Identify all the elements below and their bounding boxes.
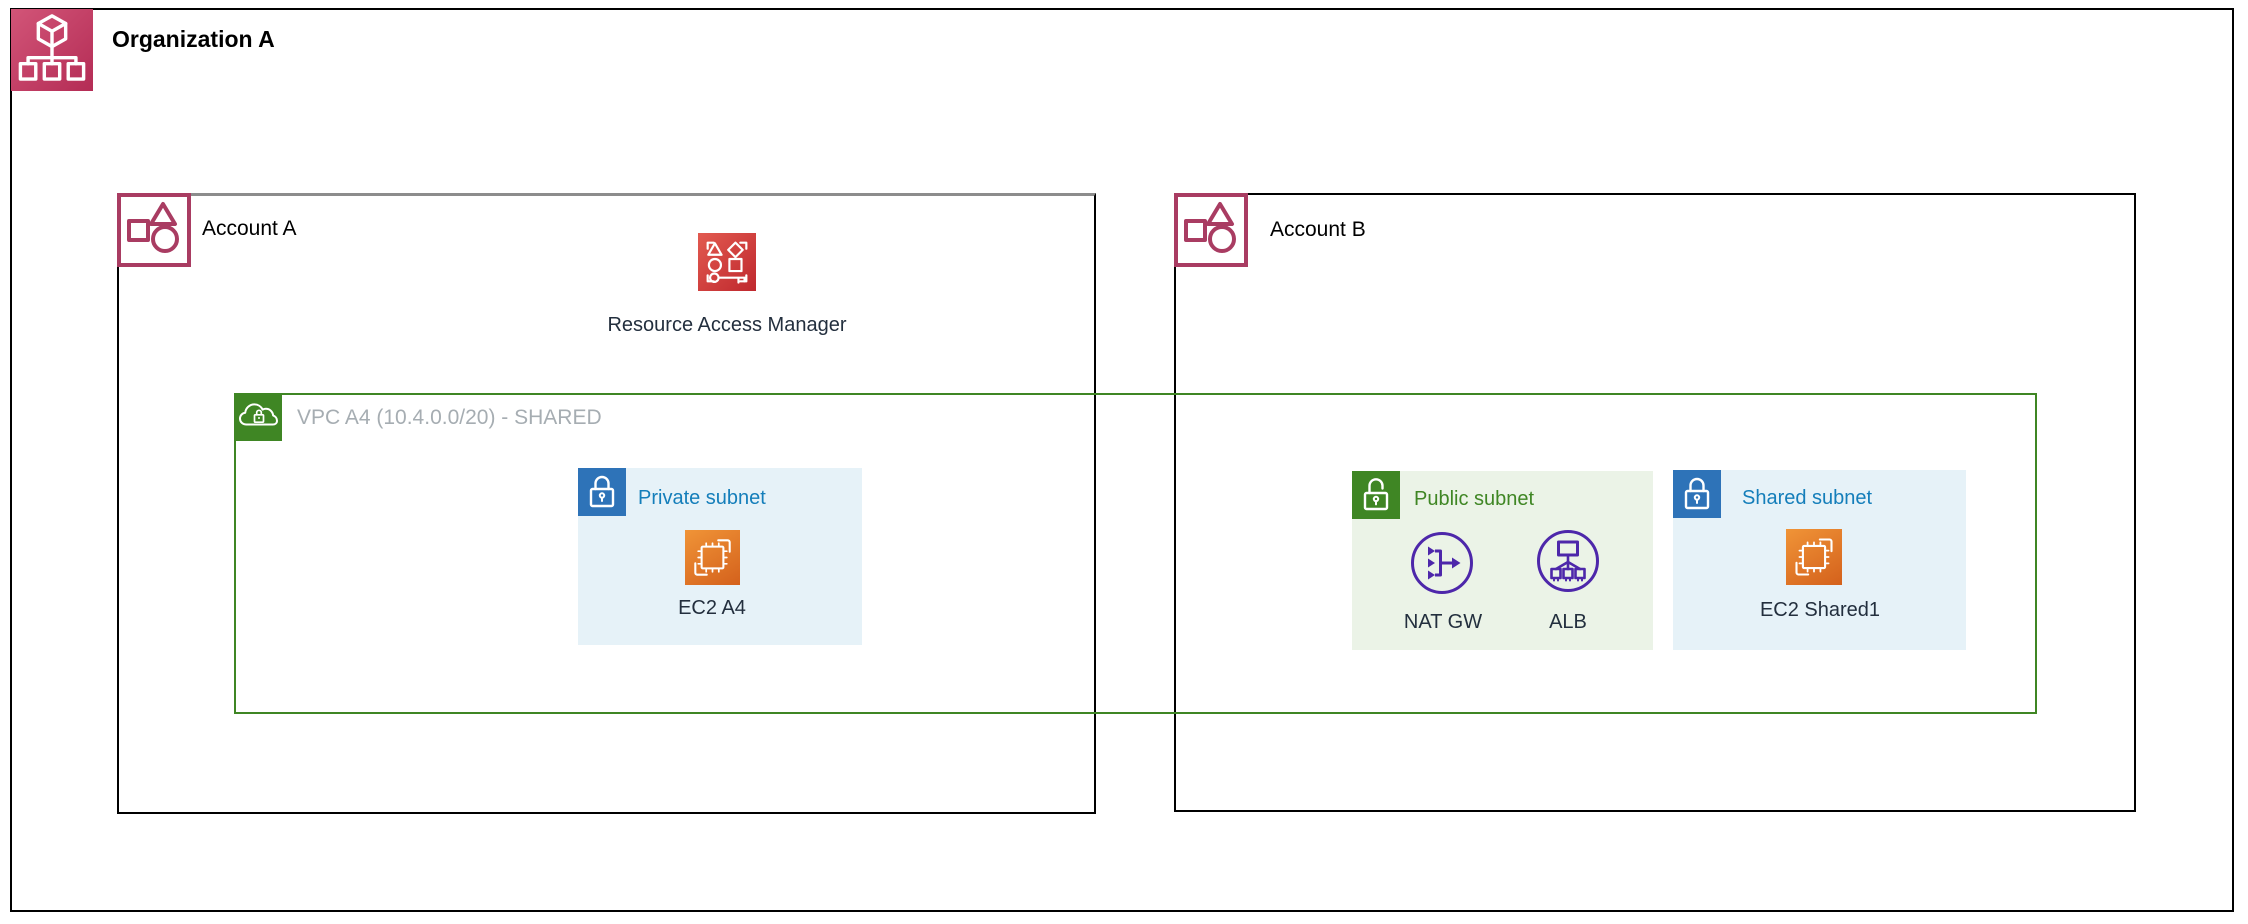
alb-label: ALB xyxy=(1549,611,1587,633)
ec2-instance-icon xyxy=(685,530,740,585)
resource-access-manager-label: Resource Access Manager xyxy=(607,314,847,336)
public-subnet-open-lock-icon xyxy=(1352,471,1400,519)
private-subnet-label: Private subnet xyxy=(638,487,766,509)
public-subnet-container xyxy=(1352,471,1653,650)
public-subnet-label: Public subnet xyxy=(1414,488,1535,510)
shared-subnet-label: Shared subnet xyxy=(1742,487,1873,509)
shared-subnet-lock-icon xyxy=(1673,470,1721,518)
private-subnet-lock-icon xyxy=(578,468,626,516)
vpc-container xyxy=(234,393,2037,714)
resource-access-manager-icon xyxy=(698,233,756,291)
organization-title: Organization A xyxy=(112,26,275,52)
account-b-label: Account B xyxy=(1270,218,1366,241)
nat-gw-label: NAT GW xyxy=(1403,611,1483,633)
application-load-balancer-icon xyxy=(1535,528,1601,594)
account-a-container xyxy=(117,193,1096,814)
ec2-a4-label: EC2 A4 xyxy=(678,597,746,619)
account-a-icon xyxy=(117,193,191,267)
account-a-label: Account A xyxy=(202,217,297,240)
organizations-icon xyxy=(11,9,93,91)
organization-a-container xyxy=(10,8,2234,912)
account-b-container xyxy=(1174,193,2136,812)
ec2-instance-icon xyxy=(1786,529,1842,585)
nat-gateway-icon xyxy=(1409,530,1475,596)
account-b-icon xyxy=(1174,193,1248,267)
vpc-icon xyxy=(234,393,282,441)
ec2-shared1-label: EC2 Shared1 xyxy=(1759,599,1881,621)
vpc-label: VPC A4 (10.4.0.0/20) - SHARED xyxy=(297,406,602,429)
